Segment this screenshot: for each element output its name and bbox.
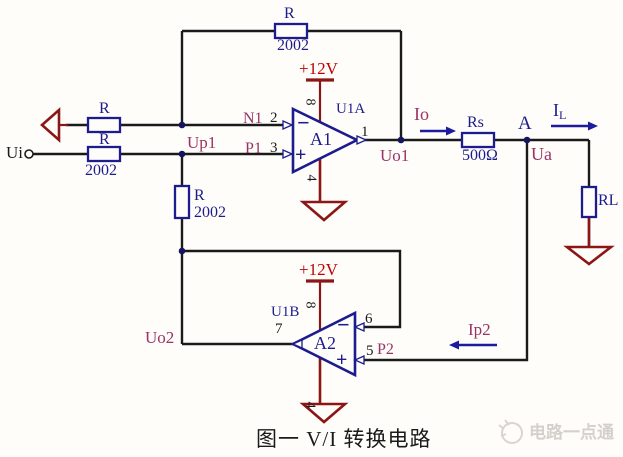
resistor-mid-value: 2002 bbox=[194, 204, 226, 221]
resistor-body-load bbox=[580, 185, 598, 219]
current-arrows bbox=[420, 121, 598, 350]
input-terminal-icon bbox=[24, 149, 34, 159]
pin3-arrow-icon bbox=[282, 148, 294, 160]
io-arrow-icon bbox=[446, 126, 456, 136]
resistor-body-n1 bbox=[86, 116, 122, 134]
ip2-arrow-icon bbox=[449, 340, 459, 350]
ground-icon-rl bbox=[563, 245, 615, 266]
ground-arrow-left-icon bbox=[40, 107, 61, 143]
watermark-text: 电路一点通 bbox=[529, 423, 614, 442]
junction-dot-mid bbox=[178, 247, 186, 255]
a1-plus-icon: + bbox=[295, 144, 307, 166]
a1-supply-label: +12V bbox=[299, 59, 338, 78]
a2-minus-icon: − bbox=[337, 312, 350, 337]
a2-pin4-number: 4 bbox=[302, 401, 318, 409]
pin6-arrow-icon bbox=[353, 321, 365, 333]
ground-symbols bbox=[40, 107, 615, 424]
junction-dot-uo1 bbox=[397, 136, 405, 144]
resistor-load-name: RL bbox=[598, 192, 619, 209]
a2-pin6-number: 6 bbox=[365, 311, 373, 327]
resistor-n1-name: R bbox=[99, 100, 110, 117]
a1-minus-icon: − bbox=[297, 110, 310, 135]
resistor-body-input bbox=[86, 145, 122, 163]
a2-pin7-number: 7 bbox=[275, 321, 283, 337]
resistor-mid-name: R bbox=[194, 187, 205, 204]
resistor-sense-value: 500Ω bbox=[462, 147, 498, 164]
il-arrow-icon bbox=[588, 121, 598, 131]
net-label-ua: Ua bbox=[531, 144, 552, 164]
junction-dot-n1 bbox=[178, 121, 186, 129]
input-label: Ui bbox=[6, 143, 23, 162]
a1-part-label: U1A bbox=[336, 101, 366, 117]
a2-pin5-number: 5 bbox=[366, 343, 374, 359]
current-label-il: IL bbox=[553, 101, 566, 121]
pin-arrows bbox=[282, 119, 368, 366]
a2-plus-icon: + bbox=[336, 349, 348, 371]
a2-part-label: U1B bbox=[271, 304, 300, 320]
net-label-p1: P1 bbox=[245, 140, 262, 157]
a2-designator: A2 bbox=[314, 333, 336, 353]
resistor-sense-name: Rs bbox=[467, 114, 484, 131]
pin1-arrow-icon bbox=[356, 134, 368, 146]
opamp-a2-triangle bbox=[290, 310, 357, 378]
a1-pin8-number: 8 bbox=[302, 98, 318, 106]
a1-pin3-number: 3 bbox=[270, 140, 278, 156]
resistor-body-mid bbox=[173, 184, 191, 220]
il-sub: L bbox=[559, 108, 567, 122]
opamp-bodies bbox=[290, 106, 360, 378]
current-label-ip2: Ip2 bbox=[468, 320, 491, 339]
net-label-n1: N1 bbox=[243, 110, 263, 127]
a1-pin4-number: 4 bbox=[303, 174, 319, 182]
il-main: I bbox=[553, 100, 559, 120]
net-label-p2: P2 bbox=[377, 341, 394, 358]
a1-designator: A1 bbox=[310, 129, 332, 149]
junction-dot-up1 bbox=[178, 150, 186, 158]
resistor-bodies bbox=[86, 22, 598, 220]
watermark-logo-icon bbox=[498, 419, 523, 444]
power-symbols bbox=[306, 78, 334, 330]
opamp-a1-triangle bbox=[291, 106, 360, 175]
resistor-feedback-name: R bbox=[284, 5, 295, 22]
resistor-input-name: R bbox=[99, 131, 110, 148]
figure-caption: 图一 V/I 转换电路 bbox=[256, 427, 432, 451]
pin2-arrow-icon bbox=[282, 119, 294, 131]
net-label-node-a: A bbox=[518, 113, 532, 134]
ground-icon-a2 bbox=[299, 402, 349, 424]
a2-pin8-number: 8 bbox=[302, 301, 318, 309]
a1-pin2-number: 2 bbox=[270, 110, 278, 126]
a2-supply-label: +12V bbox=[299, 260, 338, 279]
pin7-arrow-icon bbox=[291, 338, 303, 350]
current-label-io: Io bbox=[414, 104, 429, 124]
wire-to-pin6 bbox=[182, 249, 402, 329]
a1-pin1-number: 1 bbox=[361, 124, 369, 140]
ground-icon-a1 bbox=[299, 200, 349, 222]
net-label-uo1: Uo1 bbox=[380, 146, 410, 165]
pin5-arrow-icon bbox=[353, 354, 365, 366]
net-label-uo2: Uo2 bbox=[145, 328, 175, 347]
resistor-body-feedback bbox=[273, 22, 309, 40]
wire-nodeA-to-pin5 bbox=[364, 140, 529, 362]
resistor-feedback-value: 2002 bbox=[277, 37, 309, 54]
junction-dot-nodeA bbox=[523, 136, 531, 144]
resistor-body-sense bbox=[460, 131, 496, 149]
junction-dots bbox=[178, 121, 531, 255]
net-label-up1: Up1 bbox=[187, 133, 217, 152]
resistor-input-value: 2002 bbox=[85, 162, 117, 179]
